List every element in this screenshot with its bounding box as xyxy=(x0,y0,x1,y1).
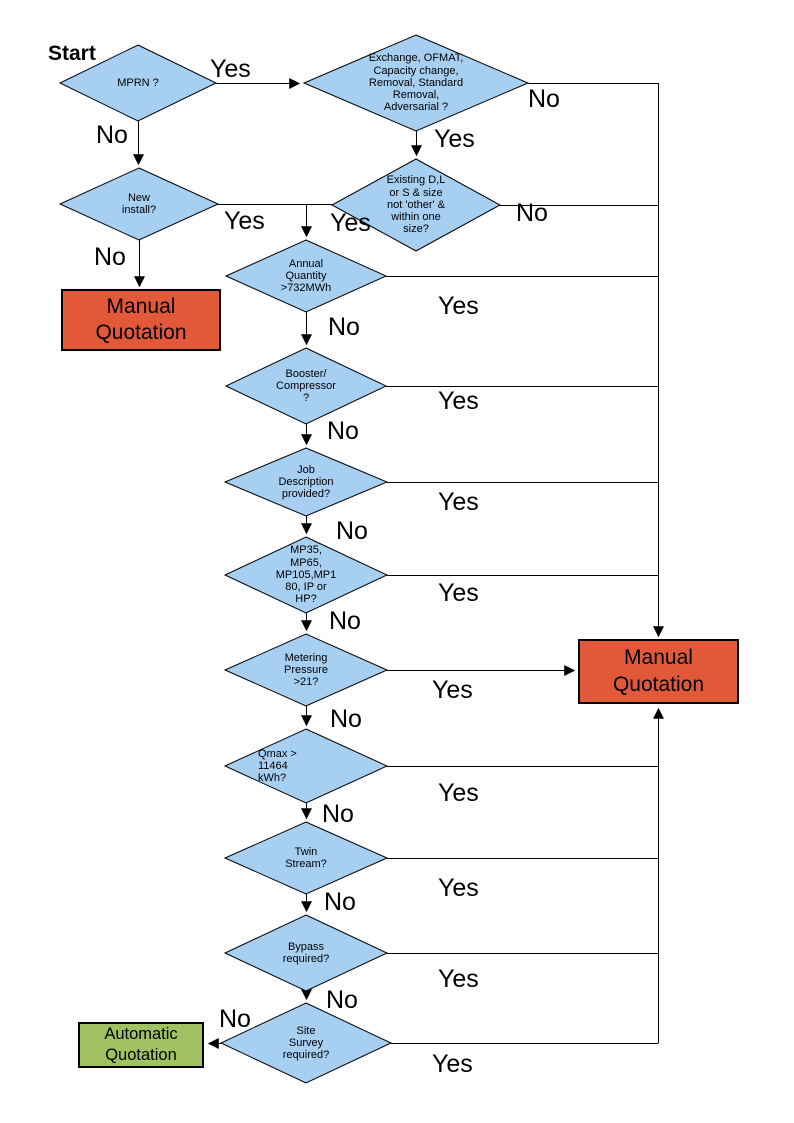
edge-label-job-no: No xyxy=(336,517,368,545)
terminal-manual-left-label: Manual Quotation xyxy=(95,294,187,344)
decision-existing-shape xyxy=(330,158,502,252)
edge-label-qmax-yes: Yes xyxy=(438,779,479,807)
edge-label-mp35-no: No xyxy=(329,607,361,635)
edge-label-job-yes: Yes xyxy=(438,488,479,516)
edge-label-existing-no: No xyxy=(516,199,548,227)
decision-exchange-label: Exchange, OFMAT, Capacity change, Remova… xyxy=(368,52,464,114)
edge-label-exchange-no: No xyxy=(528,85,560,113)
edge-label-metering-yes: Yes xyxy=(432,676,473,704)
terminal-automatic-label: Automatic Quotation xyxy=(104,1024,178,1064)
decision-twin-shape xyxy=(223,821,389,895)
decision-metering-shape xyxy=(223,633,389,707)
decision-site-shape xyxy=(219,1002,393,1084)
edge-label-site-no: No xyxy=(219,1005,251,1033)
decision-job-shape xyxy=(223,447,389,517)
edge-label-annual-yes: Yes xyxy=(438,292,479,320)
terminal-manual-left-shape xyxy=(61,289,221,351)
edge-label-mp35-yes: Yes xyxy=(438,579,479,607)
decision-qmax-label: Qmax > 11464 kWh? xyxy=(258,747,297,785)
decision-bypass-shape xyxy=(223,914,389,992)
decision-annual-label: Annual Quantity >732MWh xyxy=(280,257,332,295)
edge-label-annual-no: No xyxy=(328,313,360,341)
decision-mprn-shape xyxy=(58,44,218,122)
decision-booster-label: Booster/ Compressor ? xyxy=(276,367,336,405)
edge-label-booster-yes: Yes xyxy=(438,387,479,415)
edge-label-bypass-no: No xyxy=(326,986,358,1014)
edge-label-mprn-no: No xyxy=(96,121,128,149)
edge-label-metering-no: No xyxy=(330,705,362,733)
decision-site-label: Site Survey required? xyxy=(282,1024,330,1062)
terminal-manual-right-label: Manual Quotation xyxy=(612,646,705,696)
decision-existing-label: Existing D,L or S & size not 'other' & w… xyxy=(386,174,446,236)
decision-new-install-shape xyxy=(58,167,220,241)
edge-label-existing-yes: Yes xyxy=(330,209,371,237)
edge-label-mprn-yes: Yes xyxy=(210,55,251,83)
decision-exchange-shape xyxy=(302,34,530,132)
edge-label-site-yes: Yes xyxy=(432,1050,473,1078)
edge-label-twin-yes: Yes xyxy=(438,874,479,902)
decision-twin-label: Twin Stream? xyxy=(285,845,327,870)
terminal-manual-right-shape xyxy=(578,639,739,704)
terminal-automatic-shape xyxy=(78,1022,204,1068)
decision-job-label: Job Description provided? xyxy=(278,463,334,501)
edge-label-twin-no: No xyxy=(324,888,356,916)
edge-label-booster-no: No xyxy=(327,417,359,445)
decision-qmax-shape xyxy=(223,728,389,804)
edge-label-bypass-yes: Yes xyxy=(438,965,479,993)
start-label: Start xyxy=(48,42,96,65)
edge-label-new-install-yes: Yes xyxy=(224,207,265,235)
edge-label-exchange-yes: Yes xyxy=(434,125,475,153)
decision-mp35-label: MP35, MP65, MP105,MP1 80, IP or HP? xyxy=(275,544,337,606)
decision-booster-shape xyxy=(224,347,388,425)
decision-annual-shape xyxy=(224,239,388,313)
decision-metering-label: Metering Pressure >21? xyxy=(283,651,329,689)
edge-label-new-install-no: No xyxy=(94,243,126,271)
decision-mp35-shape xyxy=(223,536,389,614)
edges xyxy=(133,78,664,1049)
edge-label-qmax-no: No xyxy=(322,800,354,828)
decision-mprn-label: MPRN ? xyxy=(117,76,159,89)
decision-new-install-label: New install? xyxy=(121,191,157,216)
decision-bypass-label: Bypass required? xyxy=(282,940,330,965)
decision-shapes xyxy=(58,34,739,1084)
